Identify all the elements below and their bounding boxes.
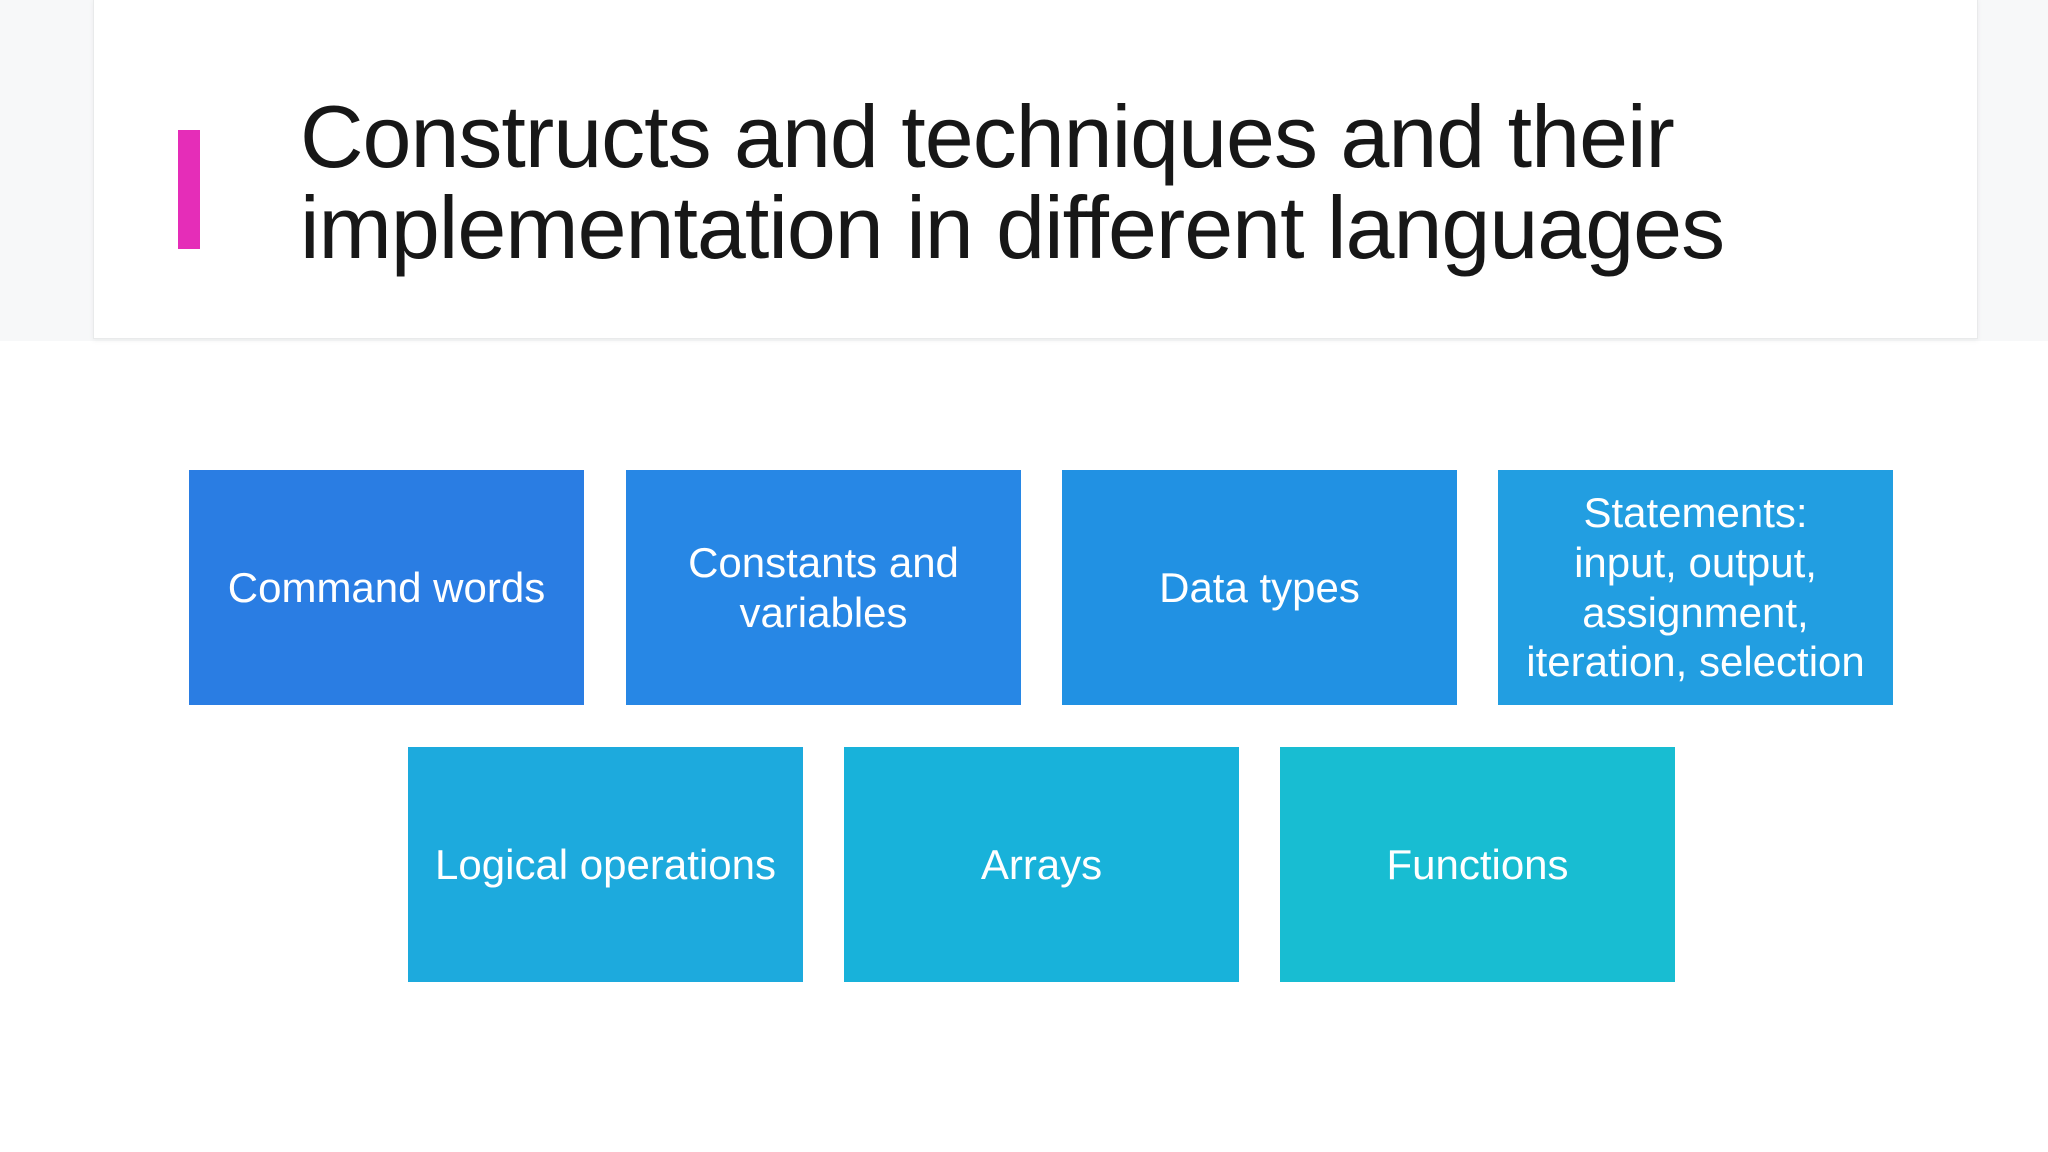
diagram-box-arrays: Arrays	[844, 747, 1239, 982]
diagram-box-label: Arrays	[980, 840, 1103, 888]
diagram-box-label: Command words	[227, 563, 546, 611]
diagram-box-functions: Functions	[1280, 747, 1675, 982]
slide-title: Constructs and techniques and their impl…	[300, 87, 1725, 277]
diagram-box-label: Constants and variables	[688, 538, 959, 636]
diagram-box-data-types: Data types	[1062, 470, 1457, 705]
diagram-box-label: Statements: input, output, assignment, i…	[1526, 489, 1865, 686]
title-card: Constructs and techniques and their impl…	[93, 0, 1978, 339]
title-accent-bar	[178, 130, 200, 249]
diagram-box-command-words: Command words	[189, 470, 584, 705]
diagram-box-label: Logical operations	[435, 840, 776, 888]
diagram-box-statements: Statements: input, output, assignment, i…	[1498, 470, 1893, 705]
diagram-box-logical-operations: Logical operations	[408, 747, 803, 982]
diagram-box-constants-and-variables: Constants and variables	[626, 470, 1021, 705]
diagram-box-label: Data types	[1159, 563, 1360, 611]
diagram-box-label: Functions	[1386, 840, 1569, 888]
